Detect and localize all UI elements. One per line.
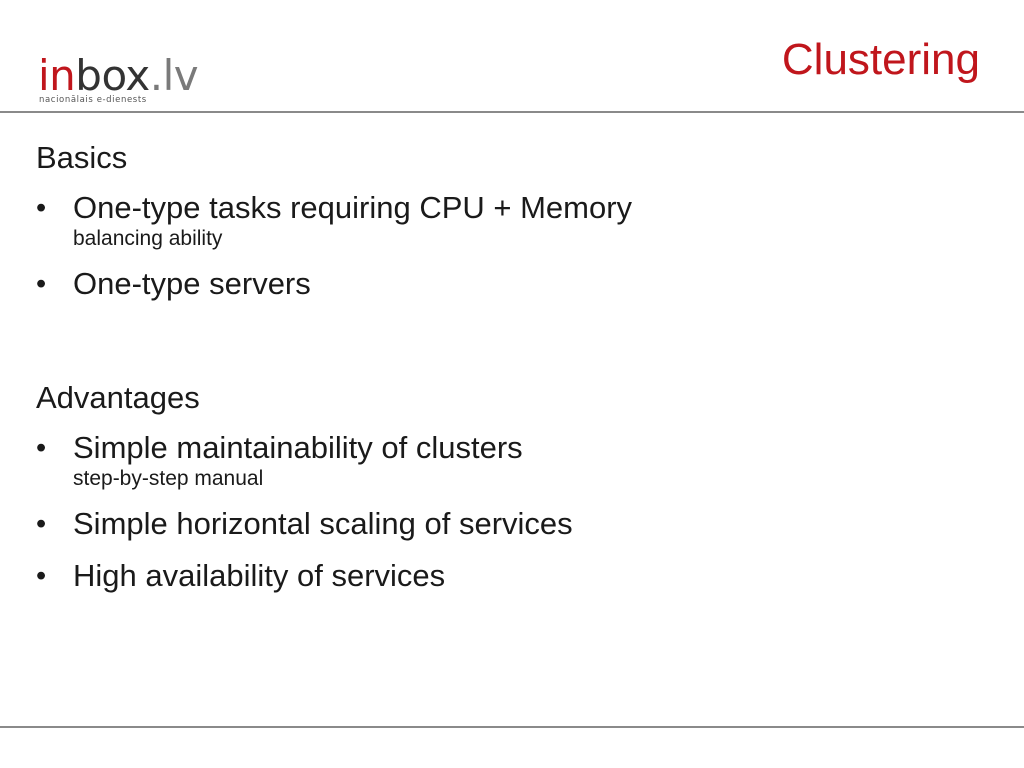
bullet-subtext: balancing ability xyxy=(73,227,223,250)
bullet-subtext: step-by-step manual xyxy=(73,467,264,490)
logo-word-part-c: .lv xyxy=(149,51,199,100)
section-heading: Advantages xyxy=(36,380,200,415)
bullet-text: Simple maintainability of clusters xyxy=(73,430,523,465)
bullet-marker: • xyxy=(36,432,47,464)
inbox-logo: inbox.lv nacionālais e-dienests xyxy=(38,55,268,107)
bullet-marker: • xyxy=(36,268,47,300)
bullet-list: • One-type tasks requiring CPU + Memory … xyxy=(36,188,976,304)
slide-title: Clustering xyxy=(781,35,980,84)
header-divider xyxy=(0,111,1024,113)
logo-word-part-a: in xyxy=(38,51,76,100)
footer-divider xyxy=(0,726,1024,728)
bullet-marker: • xyxy=(36,508,47,540)
list-item: • Simple horizontal scaling of services xyxy=(36,504,976,544)
bullet-marker: • xyxy=(36,560,47,592)
list-item: • One-type servers xyxy=(36,264,976,304)
logo-wordmark: inbox.lv xyxy=(38,55,199,97)
section-basics: Basics • One-type tasks requiring CPU + … xyxy=(36,138,976,304)
slide-content: Basics • One-type tasks requiring CPU + … xyxy=(36,138,976,608)
bullet-text: High availability of services xyxy=(73,558,446,593)
list-item: • Simple maintainability of clusters ste… xyxy=(36,428,976,492)
logo-word-part-b: box xyxy=(75,51,150,100)
section-spacer xyxy=(36,316,976,378)
bullet-text: One-type servers xyxy=(73,266,311,301)
bullet-text: One-type tasks requiring CPU + Memory xyxy=(73,190,633,225)
section-advantages: Advantages • Simple maintainability of c… xyxy=(36,378,976,596)
list-item: • High availability of services xyxy=(36,556,976,596)
bullet-marker: • xyxy=(36,192,47,224)
section-heading: Basics xyxy=(36,140,128,175)
list-item: • One-type tasks requiring CPU + Memory … xyxy=(36,188,976,252)
bullet-text: Simple horizontal scaling of services xyxy=(73,506,573,541)
logo-tagline: nacionālais e-dienests xyxy=(39,95,147,105)
bullet-list: • Simple maintainability of clusters ste… xyxy=(36,428,976,596)
